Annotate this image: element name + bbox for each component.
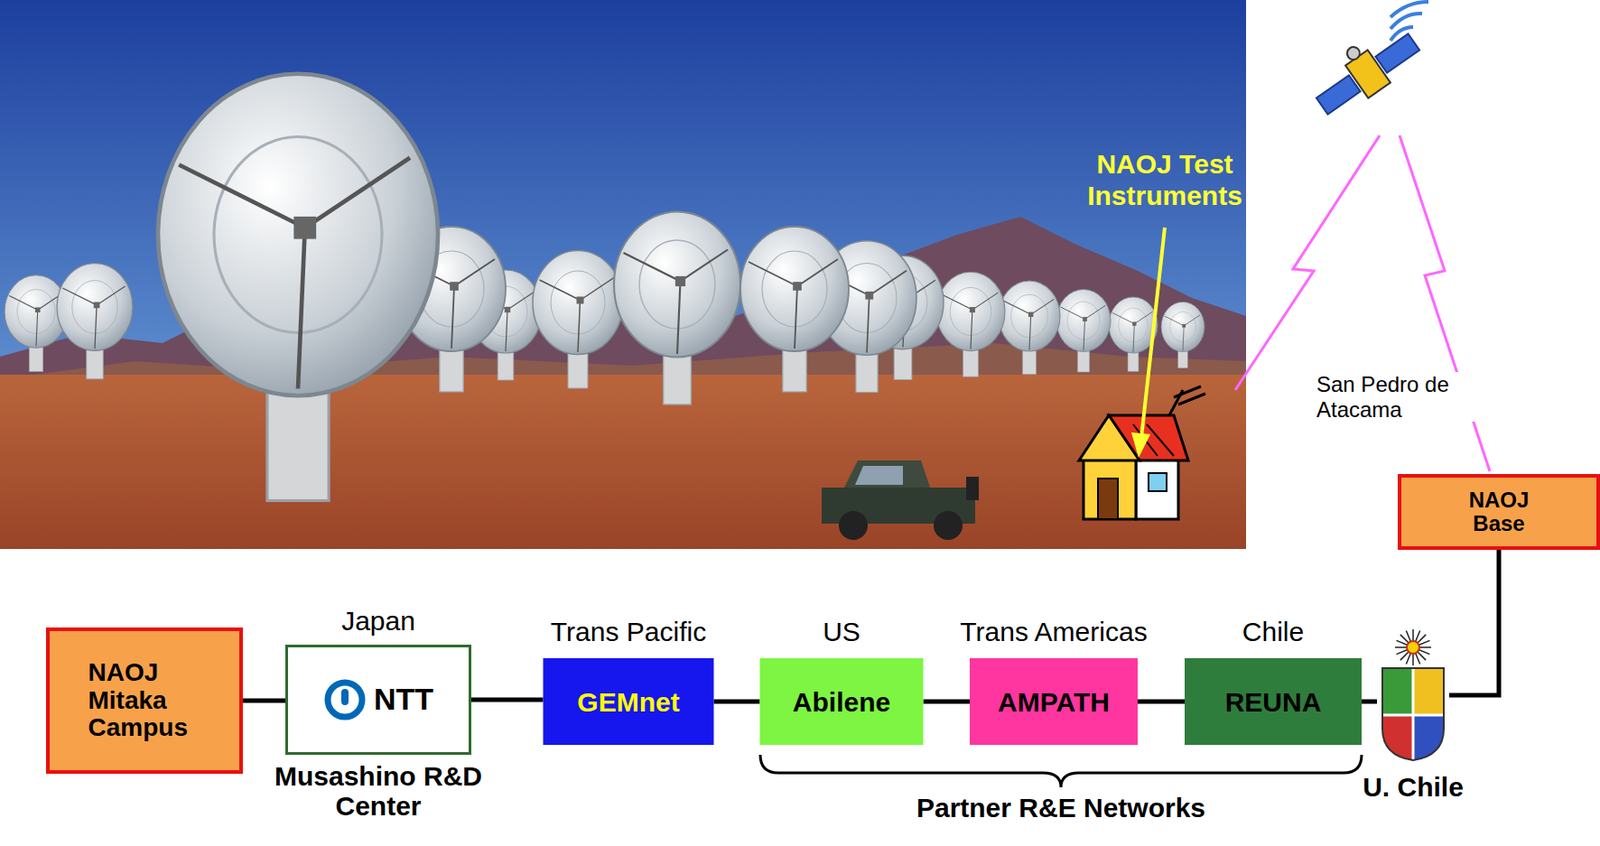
radio-link [1235,135,1380,391]
group-brace [760,754,1362,788]
university-logo: U. Chile [1376,627,1450,763]
node-name: AMPATH [997,687,1110,717]
network-box: Trans AmericasAMPATH [969,658,1138,745]
node-name: NTT [373,682,434,717]
site-box: NAOJ Base [1397,474,1600,550]
carrier-box: JapanNTTMusashino R&D Center [285,644,472,755]
network-box: Trans PacificGEMnet [543,658,715,745]
radio-link [1399,135,1490,472]
antenna-photo [0,0,1247,549]
site-box: NAOJ Mitaka Campus [46,627,243,774]
leader-arrow [1131,227,1165,458]
group-label: Partner R&E Networks [907,792,1215,825]
node-name: NAOJ Mitaka Campus [88,659,202,743]
house-icon [1079,386,1206,520]
network-link [923,699,971,705]
network-box: USAbilene [760,658,924,745]
network-link [1449,549,1499,696]
network-link [1361,699,1377,705]
network-link [714,699,761,705]
segment-heading: Chile [1242,616,1304,648]
truck [821,460,979,540]
site-caption: U. Chile [1362,772,1464,802]
network-link [471,697,544,703]
segment-heading: US [822,616,861,648]
network-box: ChileREUNA [1184,658,1362,745]
segment-heading: Trans Pacific [550,616,707,648]
node-name: Abilene [792,687,891,717]
university-crest [1376,627,1450,763]
node-name: NAOJ Base [1462,488,1535,537]
node-name: GEMnet [576,687,680,717]
site-caption: Musashino R&D Center [265,761,492,821]
node-name: REUNA [1225,687,1322,717]
ntt-logo [323,678,367,722]
segment-heading: Trans Americas [959,616,1147,648]
network-link [242,698,286,704]
segment-heading: Japan [341,605,416,637]
place-label: San Pedro de Atacama [1316,372,1511,422]
network-link [1137,699,1185,705]
satellite-icon [1303,1,1429,123]
callout-label: NAOJ Test Instruments [1083,148,1247,212]
